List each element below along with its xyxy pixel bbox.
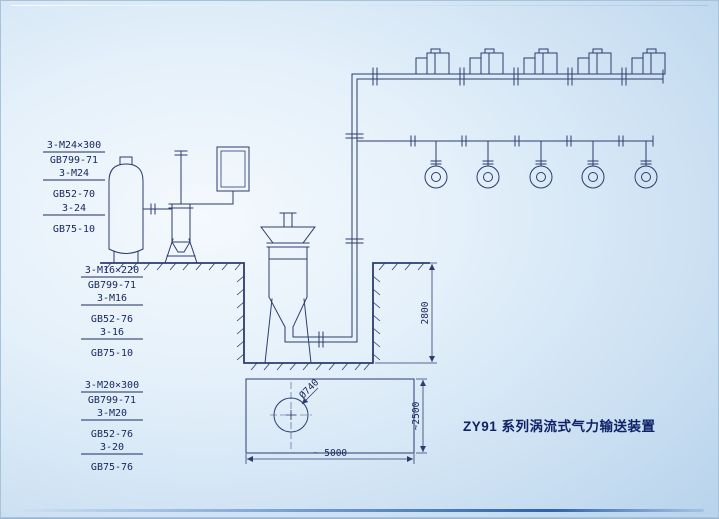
part-label: 3-20 xyxy=(100,442,124,453)
plan-width-dimension: ~2500 xyxy=(411,401,422,430)
receiver-outlet xyxy=(634,156,658,189)
filter-unit xyxy=(164,150,198,264)
blower-unit xyxy=(523,48,558,75)
part-label: 3-16 xyxy=(100,327,124,338)
receiver-outlet xyxy=(529,156,553,189)
blower-unit xyxy=(469,48,504,75)
part-label: 3-M24 xyxy=(59,168,89,179)
part-label: 3-24 xyxy=(62,203,86,214)
receiver-outlet xyxy=(424,156,448,189)
part-label: GB799-71 xyxy=(88,395,136,406)
receiver-outlet xyxy=(476,156,500,189)
main-conveying-pipe xyxy=(284,67,664,348)
pit-section xyxy=(100,262,430,371)
part-label: GB52-76 xyxy=(91,429,133,440)
receiver-outlet xyxy=(581,156,605,189)
pit-depth-dimension: 2800 xyxy=(420,301,431,324)
page-bottom-accent xyxy=(15,509,704,512)
part-label: GB75-10 xyxy=(91,348,133,359)
part-label: 3-M24×300 xyxy=(47,140,101,151)
part-label: GB75-76 xyxy=(91,462,133,473)
drawing-title: ZY91 系列涡流式气力输送装置 xyxy=(463,418,656,434)
part-label: 3-M20 xyxy=(97,408,127,419)
blower-unit xyxy=(631,48,666,75)
air-tank xyxy=(108,156,173,264)
fastener-label-group-2: 3-M16×220 GB799-71 3-M16 GB52-76 3-16 GB… xyxy=(81,265,143,359)
fastener-label-group-1: 3-M24×300 GB799-71 3-M24 GB52-70 3-24 GB… xyxy=(43,140,105,235)
plan-length-dimension: ~ 5000 xyxy=(313,448,348,459)
part-label: GB799-71 xyxy=(50,155,98,166)
pit-plan-view: Ø740 xyxy=(245,377,415,454)
distribution-line xyxy=(356,135,654,158)
blower-units xyxy=(415,48,666,75)
fastener-label-group-3: 3-M20×300 GB799-71 3-M20 GB52-76 3-20 GB… xyxy=(81,380,143,473)
vortex-feeder xyxy=(260,212,316,364)
hole-diameter-label: Ø740 xyxy=(297,377,321,401)
blower-unit xyxy=(415,48,450,75)
anchor-hole-circle xyxy=(273,397,309,433)
part-label: 3-M16 xyxy=(97,293,127,304)
part-label: 3-M20×300 xyxy=(85,380,139,391)
receiver-outlets xyxy=(424,156,658,189)
page-top-accent xyxy=(11,5,708,6)
blower-unit xyxy=(577,48,612,75)
part-label: GB52-70 xyxy=(53,189,95,200)
part-label: 3-M16×220 xyxy=(85,265,139,276)
part-label: GB52-76 xyxy=(91,314,133,325)
part-label: GB75-10 xyxy=(53,224,95,235)
dimension-annotations: 2800 ~2500 ~ 5000 xyxy=(245,262,437,464)
control-cabinet xyxy=(192,146,250,205)
part-label: GB799-71 xyxy=(88,280,136,291)
